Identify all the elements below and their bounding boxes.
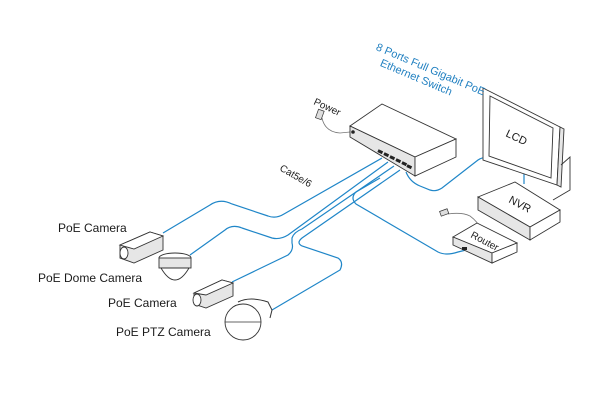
camera-label-3: PoE Camera — [108, 296, 177, 310]
cable-label: Cat5e/6 — [278, 163, 314, 190]
cable-dome-camera — [189, 161, 389, 256]
poe-camera-2-icon — [192, 279, 235, 309]
poe-switch — [349, 103, 458, 177]
poe-dome-camera-icon — [158, 252, 192, 281]
poe-ptz-camera-icon — [224, 298, 273, 341]
router — [451, 222, 519, 264]
camera-label-4: PoE PTZ Camera — [116, 325, 211, 339]
cable-camera-1 — [162, 157, 383, 234]
cable-router — [352, 177, 467, 255]
nvr — [476, 181, 561, 241]
cables — [162, 117, 525, 311]
router-power-plug-icon — [439, 208, 450, 217]
camera-label-1: PoE Camera — [58, 221, 127, 235]
cable-power — [321, 117, 351, 134]
camera-label-2: PoE Dome Camera — [38, 271, 142, 285]
power-plug-icon — [315, 108, 325, 121]
poe-camera-1-icon — [118, 231, 165, 264]
lcd-monitor — [482, 87, 571, 201]
cable-camera-2 — [231, 165, 395, 283]
cable-ptz-camera — [271, 169, 401, 311]
